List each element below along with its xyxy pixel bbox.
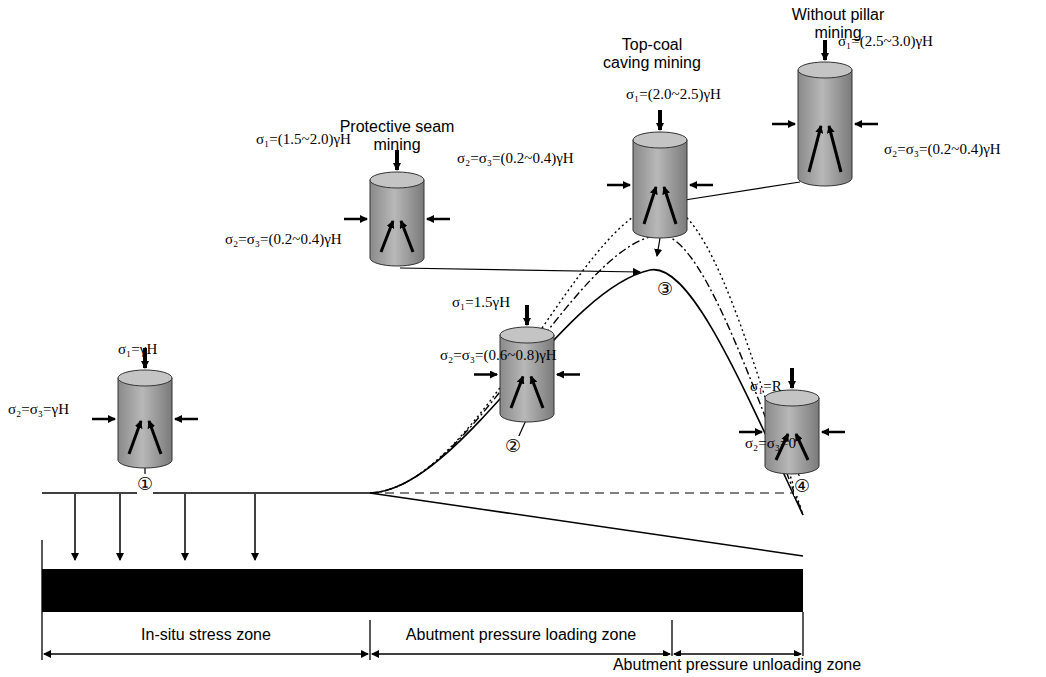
stress-arrow bbox=[855, 123, 878, 126]
stress-label: σ₁=γH bbox=[118, 341, 157, 358]
stress-curve bbox=[370, 205, 803, 515]
stress-label: σ₂=σ₃=(0.2~0.4)γH bbox=[225, 231, 342, 248]
callout-number: ② bbox=[505, 436, 521, 456]
stress-arrow bbox=[511, 377, 523, 409]
specimen-body bbox=[370, 180, 424, 266]
stress-arrow bbox=[427, 218, 450, 221]
zone-label: Abutment pressure unloading zone bbox=[611, 656, 863, 674]
specimen-top bbox=[118, 370, 172, 386]
callout-number: ③ bbox=[657, 279, 673, 299]
specimen-body bbox=[798, 70, 852, 186]
zone-label: Abutment pressure loading zone bbox=[404, 626, 638, 644]
stress-label: σ₁=(1.5~2.0)γH bbox=[256, 131, 351, 148]
stress-arrow bbox=[381, 221, 393, 252]
specimen-top bbox=[370, 172, 424, 188]
stress-arrow bbox=[525, 305, 529, 325]
stress-arrow bbox=[474, 373, 497, 376]
specimen-top bbox=[633, 132, 687, 148]
stress-arrow bbox=[344, 218, 367, 221]
stress-arrow bbox=[149, 421, 161, 454]
stress-arrow bbox=[772, 123, 795, 126]
stress-label: σ₁=R bbox=[750, 378, 782, 395]
zone-dimensions bbox=[42, 540, 803, 660]
stress-label: σ₂=σ₃=0 bbox=[745, 435, 796, 452]
stress-label: σ₂=σ₃=(0.2~0.4)γH bbox=[884, 141, 1001, 158]
stress-label: σ₂=σ₃=γH bbox=[8, 401, 69, 418]
stress-arrow bbox=[823, 40, 827, 60]
stress-label: σ₁=(2.0~2.5)γH bbox=[626, 86, 721, 103]
stress-arrow bbox=[822, 431, 845, 434]
stress-label: σ₂=σ₃=(0.2~0.4)γH bbox=[457, 150, 574, 167]
stress-arrow bbox=[129, 421, 141, 454]
stress-arrow bbox=[829, 126, 841, 172]
rock-specimens bbox=[92, 40, 878, 474]
stress-arrow bbox=[664, 187, 676, 224]
leader-lines bbox=[145, 182, 800, 478]
stress-arrow bbox=[690, 184, 713, 187]
zone-label: In-situ stress zone bbox=[139, 626, 273, 644]
stress-arrow bbox=[531, 377, 543, 409]
stress-arrow bbox=[790, 368, 794, 388]
stress-arrow bbox=[658, 110, 662, 130]
stress-label: σ₁=1.5γH bbox=[452, 294, 510, 311]
stress-label: σ₂=σ₃=(0.6~0.8)γH bbox=[440, 347, 557, 364]
method-title: Top-coal caving mining bbox=[597, 36, 707, 71]
stress-arrow bbox=[395, 150, 399, 170]
stress-arrow bbox=[92, 418, 115, 421]
specimen-body bbox=[633, 140, 687, 238]
callout-number: ① bbox=[137, 474, 153, 494]
load-arrows bbox=[75, 494, 255, 560]
specimen-top bbox=[798, 62, 852, 78]
stress-curve bbox=[370, 270, 803, 515]
method-title: Protective seam mining bbox=[337, 118, 457, 153]
stress-arrow bbox=[644, 187, 656, 224]
stress-curve bbox=[370, 235, 803, 515]
stress-arrow bbox=[401, 221, 413, 252]
stress-arrow bbox=[809, 126, 821, 172]
stress-arrow bbox=[557, 373, 580, 376]
stress-label: σ₁=(2.5~3.0)γH bbox=[838, 33, 933, 50]
coal-seam bbox=[42, 569, 803, 612]
stress-arrow bbox=[739, 431, 762, 434]
specimen-body bbox=[118, 378, 172, 468]
callout-number: ④ bbox=[794, 476, 810, 496]
stress-arrow bbox=[607, 184, 630, 187]
specimen-top bbox=[500, 327, 554, 343]
stress-arrow bbox=[175, 418, 198, 421]
stress-arrow bbox=[796, 434, 808, 460]
